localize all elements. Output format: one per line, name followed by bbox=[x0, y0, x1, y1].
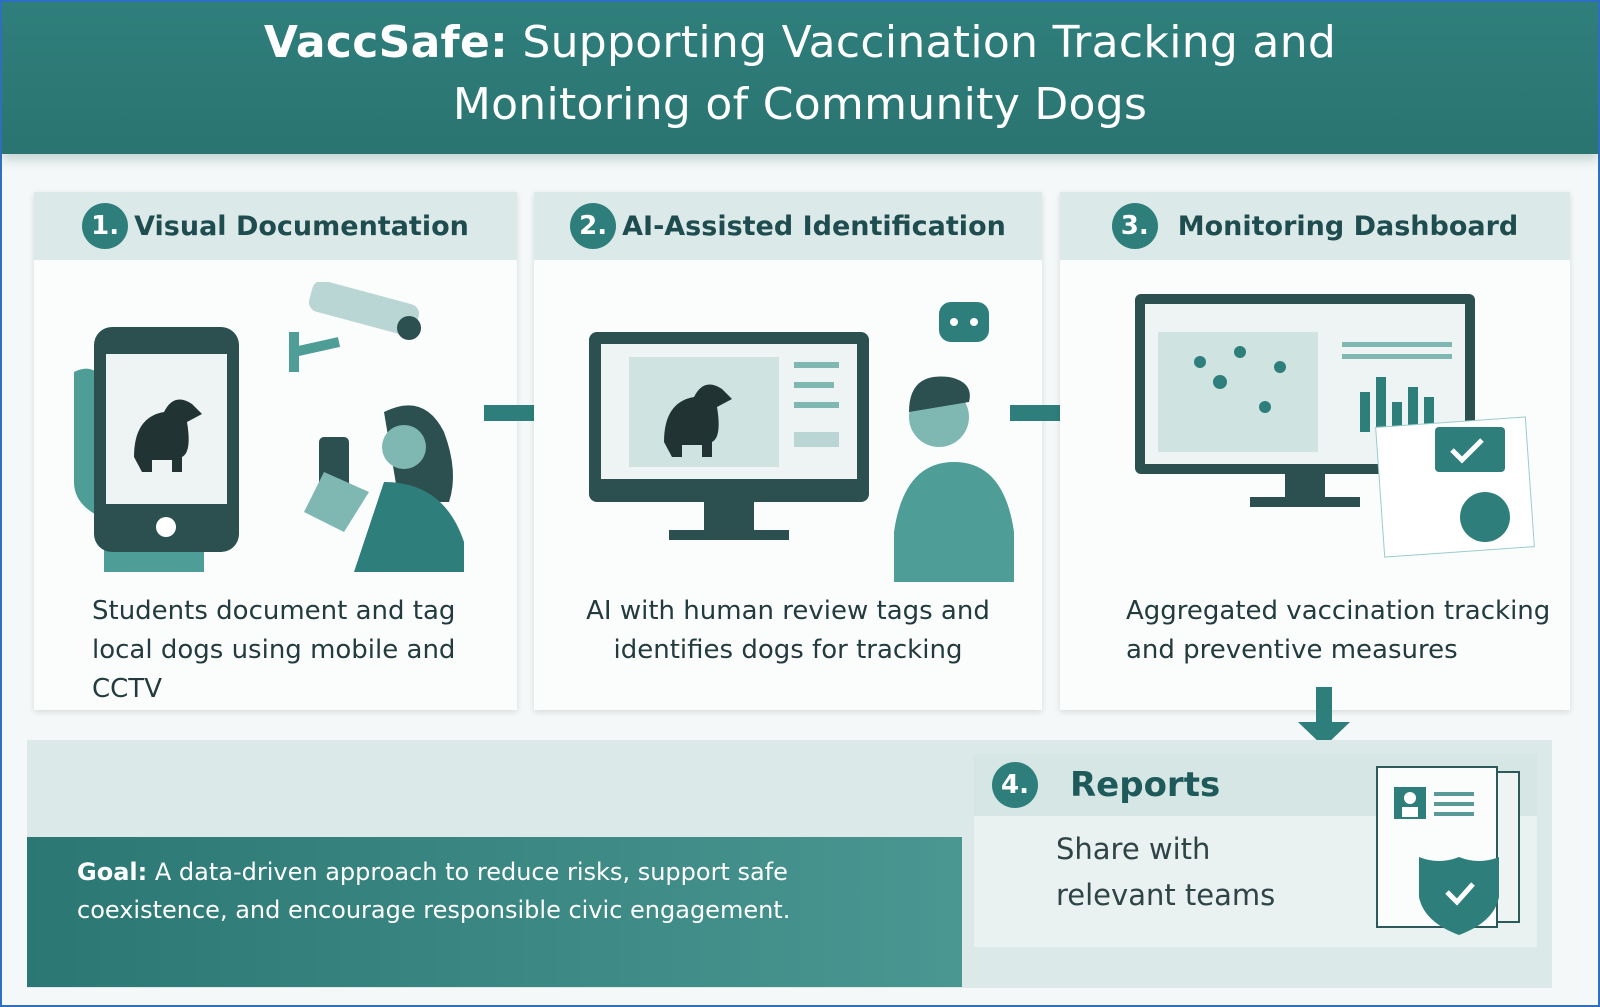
phone-cctv-illustration bbox=[74, 282, 464, 572]
goal-banner: Goal: A data-driven approach to reduce r… bbox=[27, 837, 962, 987]
step-3-header: 3. Monitoring Dashboard bbox=[1060, 192, 1570, 260]
arrow-down-icon bbox=[1298, 687, 1350, 747]
step-number: 3. bbox=[1111, 203, 1158, 249]
title-line-2: Monitoring of Community Dogs bbox=[452, 79, 1148, 130]
title-line-1: VaccSafe: Supporting Vaccination Trackin… bbox=[263, 17, 1337, 68]
step-title: AI-Assisted Identification bbox=[622, 210, 1006, 242]
step-1-panel: 1.Visual Documentation Students document… bbox=[34, 192, 517, 710]
step-2-panel: 2.AI-Assisted Identification AI with hum… bbox=[534, 192, 1042, 710]
ai-monitor-illustration bbox=[589, 302, 1014, 582]
step-description: Aggregated vaccination tracking and prev… bbox=[1126, 596, 1551, 665]
step-description: AI with human review tags and identifies… bbox=[586, 596, 990, 665]
report-document-icon bbox=[1376, 766, 1520, 935]
title-banner: VaccSafe: Supporting Vaccination Trackin… bbox=[2, 2, 1598, 154]
step-number: 4. bbox=[992, 762, 1038, 808]
step-4-panel: 4. Reports Share with relevant teams bbox=[974, 754, 1537, 947]
step-1-header: 1.Visual Documentation bbox=[34, 192, 517, 260]
step-title: Visual Documentation bbox=[134, 210, 469, 242]
step-description: Students document and tag local dogs usi… bbox=[92, 596, 456, 704]
step-title: Monitoring Dashboard bbox=[1177, 210, 1519, 242]
step-title: Reports bbox=[1070, 765, 1221, 805]
step-description: Share with relevant teams bbox=[1056, 832, 1276, 912]
step-number: 2. bbox=[570, 203, 617, 249]
step-number: 1. bbox=[82, 203, 129, 249]
step-3-panel: 3. Monitoring Dashboard Aggregated vaccin… bbox=[1060, 192, 1570, 710]
step-2-header: 2.AI-Assisted Identification bbox=[534, 192, 1042, 260]
dashboard-illustration bbox=[1135, 294, 1535, 558]
